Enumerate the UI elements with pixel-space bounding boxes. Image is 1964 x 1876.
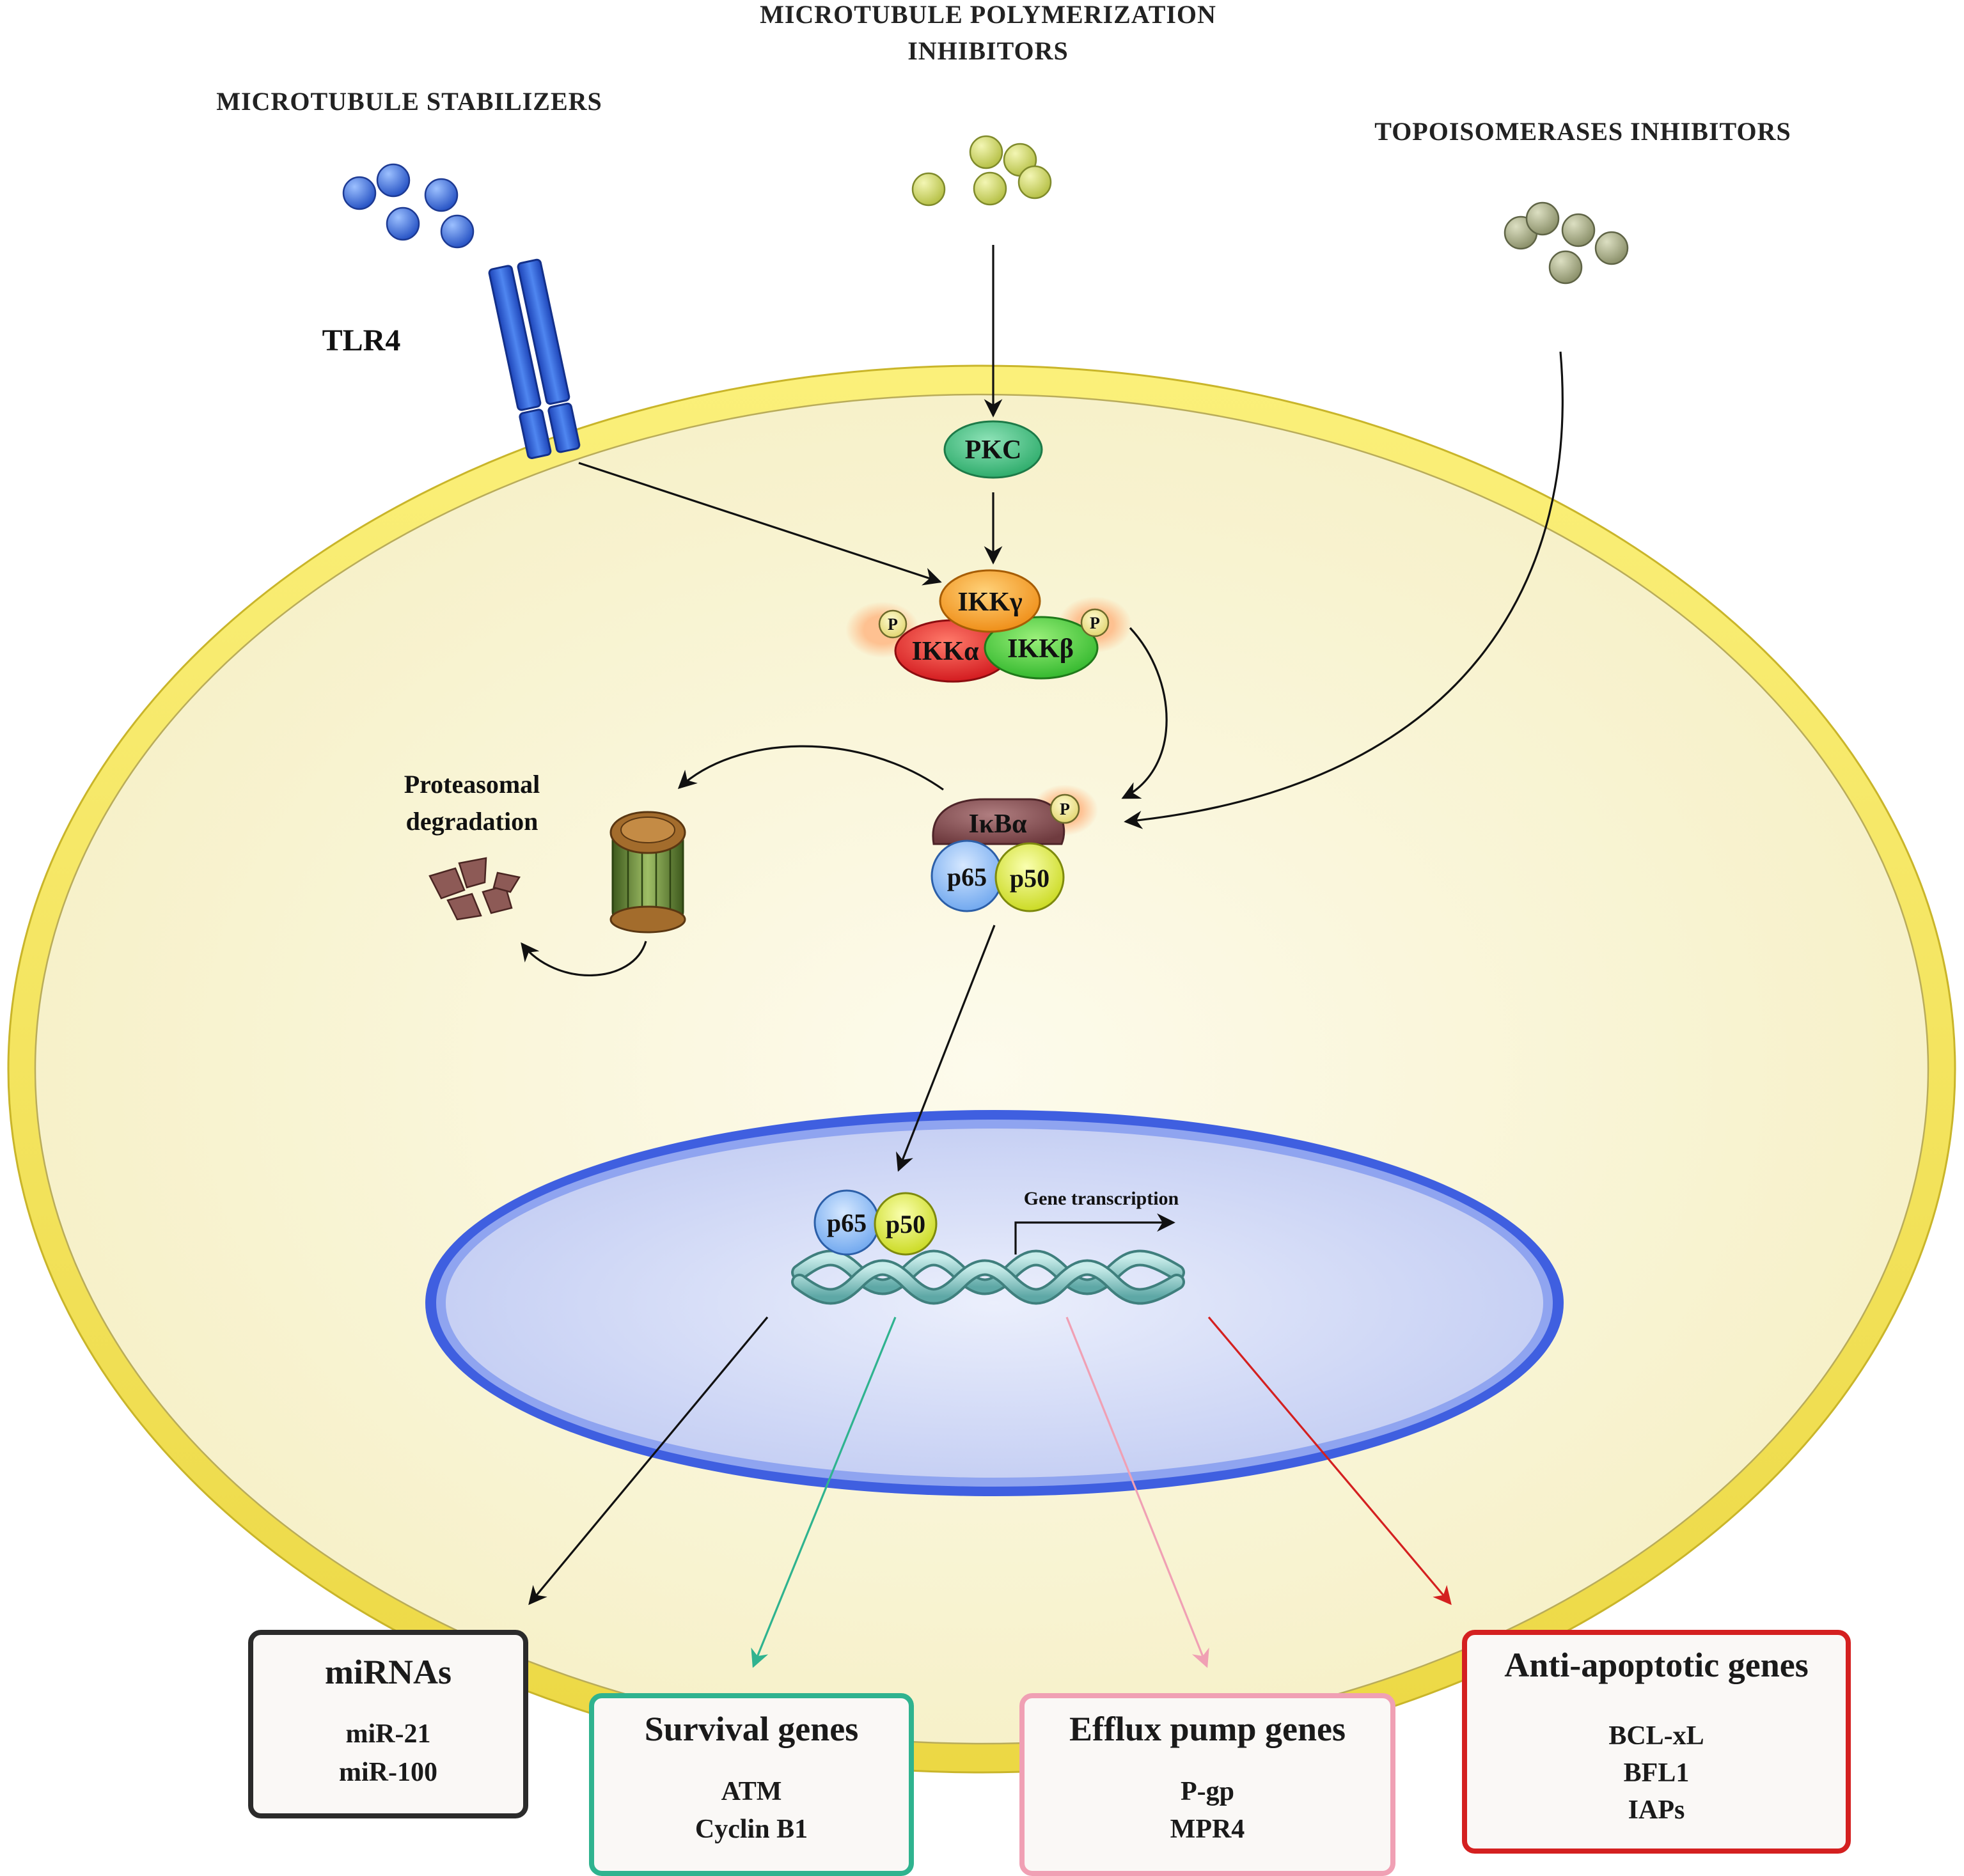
- ikba-nfkb-complex: [931, 785, 1098, 912]
- ikba-label: IκBα: [968, 809, 1027, 839]
- degraded-fragments-icon: [428, 857, 521, 921]
- ikk-complex: [845, 569, 1132, 683]
- phospho-label-ikba: P: [1060, 800, 1070, 818]
- tlr4-label: TLR4: [322, 324, 401, 357]
- nuclear-p65-label: p65: [827, 1208, 867, 1237]
- p50-node: [994, 842, 1065, 912]
- proteasomal-degradation-label-line1: Proteasomal: [404, 770, 540, 799]
- topoisomerase-inhibitor-particles: [1504, 201, 1629, 285]
- arrow-to-mirnas: [528, 1316, 769, 1606]
- signaling-arrows: [521, 245, 1564, 1172]
- p50-label: p50: [1010, 864, 1049, 893]
- label-microtubule-polymerization-inhibitors-line1: MICROTUBULE POLYMERIZATION: [760, 0, 1216, 29]
- p65-label: p65: [947, 863, 987, 891]
- label-microtubule-stabilizers: MICROTUBULE STABILIZERS: [216, 87, 602, 116]
- ikk-gamma-label: IKKγ: [957, 588, 1023, 617]
- box-anti-apoptotic-genes-item: IAPs: [1628, 1795, 1685, 1825]
- box-survival-genes-item: ATM: [721, 1777, 782, 1806]
- ikba-node: [932, 798, 1065, 845]
- proteasomal-degradation-label-line2: degradation: [406, 807, 538, 836]
- box-anti-apoptotic-genes-item: BFL1: [1624, 1758, 1690, 1788]
- ikk-beta-node: [984, 616, 1099, 680]
- phospho-icon-ikk-beta: [1080, 608, 1110, 637]
- box-mirnas-item: miR-100: [339, 1758, 437, 1787]
- ikk-beta-label: IKKβ: [1007, 634, 1074, 664]
- ikk-alpha-label: IKKα: [911, 637, 979, 666]
- box-anti-apoptotic-genes: Anti-apoptotic genes BCL-xL BFL1 IAPs: [1462, 1630, 1851, 1854]
- box-efflux-pump-genes-item: MPR4: [1170, 1815, 1245, 1844]
- phospho-icon-ikk-alpha: [878, 609, 907, 639]
- arrow-to-efflux-pump-genes: [1065, 1317, 1209, 1668]
- phospho-label-right: P: [1090, 614, 1100, 632]
- dna-helix-icon: [791, 1249, 1185, 1305]
- phospho-icon-ikba: [1049, 793, 1080, 824]
- nuclear-p50-node: [874, 1192, 938, 1256]
- box-survival-genes-title: Survival genes: [645, 1710, 859, 1748]
- box-mirnas: miRNAs miR-21 miR-100: [248, 1630, 528, 1818]
- nucleoplasm: [446, 1129, 1543, 1478]
- microtubule-stabilizer-particles: [342, 163, 475, 249]
- label-microtubule-polymerization-inhibitors-line2: INHIBITORS: [907, 36, 1069, 65]
- tlr4-receptor-icon: [488, 258, 581, 459]
- box-anti-apoptotic-genes-title: Anti-apoptotic genes: [1504, 1646, 1808, 1684]
- box-efflux-pump-genes-item: P-gp: [1181, 1777, 1234, 1806]
- transcription-start-arrow: [1014, 1213, 1175, 1255]
- label-topoisomerases-inhibitors: TOPOISOMERASES INHIBITORS: [1374, 117, 1791, 146]
- gene-transcription-label: Gene transcription: [1024, 1188, 1179, 1209]
- box-anti-apoptotic-genes-item: BCL-xL: [1608, 1721, 1704, 1751]
- box-mirnas-item: miR-21: [346, 1719, 431, 1749]
- pkc-label: PKC: [965, 435, 1022, 465]
- box-efflux-pump-genes-title: Efflux pump genes: [1069, 1710, 1346, 1748]
- arrow-to-survival-genes: [751, 1317, 897, 1668]
- phospho-label-left: P: [888, 615, 898, 634]
- box-efflux-pump-genes: Efflux pump genes P-gp MPR4: [1019, 1693, 1395, 1876]
- box-survival-genes-item: Cyclin B1: [695, 1815, 808, 1844]
- box-survival-genes: Survival genes ATM Cyclin B1: [589, 1693, 914, 1876]
- ikk-gamma-node: [939, 569, 1041, 633]
- proteasome-icon: [609, 811, 686, 934]
- box-mirnas-title: miRNAs: [325, 1653, 452, 1691]
- pkc-node: [943, 420, 1043, 479]
- nuclear-p50-label: p50: [886, 1210, 925, 1239]
- microtubule-polymerization-inhibitor-particles: [911, 135, 1052, 207]
- arrow-to-anti-apoptotic-genes: [1207, 1316, 1452, 1606]
